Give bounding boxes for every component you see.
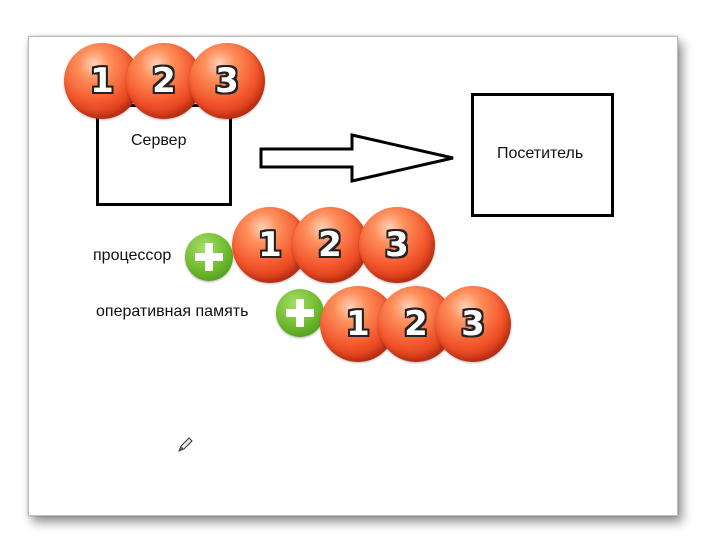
processor-ball-2: 2 <box>292 207 368 283</box>
ball-number: 3 <box>385 225 409 265</box>
ball-number: 2 <box>152 61 176 101</box>
ball-number: 1 <box>258 225 282 265</box>
processor-label: процессор <box>93 247 172 264</box>
ball-number: 2 <box>318 225 342 265</box>
ball-number: 1 <box>346 304 370 344</box>
ball-number: 3 <box>215 61 239 101</box>
ball-number: 1 <box>90 61 114 101</box>
ram-label: оперативная память <box>96 303 249 320</box>
server-label: Сервер <box>131 132 187 149</box>
server-ball-3: 3 <box>189 43 265 119</box>
ball-number: 2 <box>404 304 428 344</box>
server-box <box>96 104 232 206</box>
visitor-label: Посетитель <box>497 145 584 162</box>
pencil-icon <box>178 437 193 452</box>
plus-icon <box>185 233 233 281</box>
processor-ball-1: 1 <box>232 207 308 283</box>
ball-number: 3 <box>461 304 485 344</box>
visitor-box <box>471 93 614 217</box>
processor-ball-3: 3 <box>359 207 435 283</box>
ram-ball-3: 3 <box>435 286 511 362</box>
right-arrow-icon <box>259 133 454 183</box>
plus-icon <box>276 289 324 337</box>
